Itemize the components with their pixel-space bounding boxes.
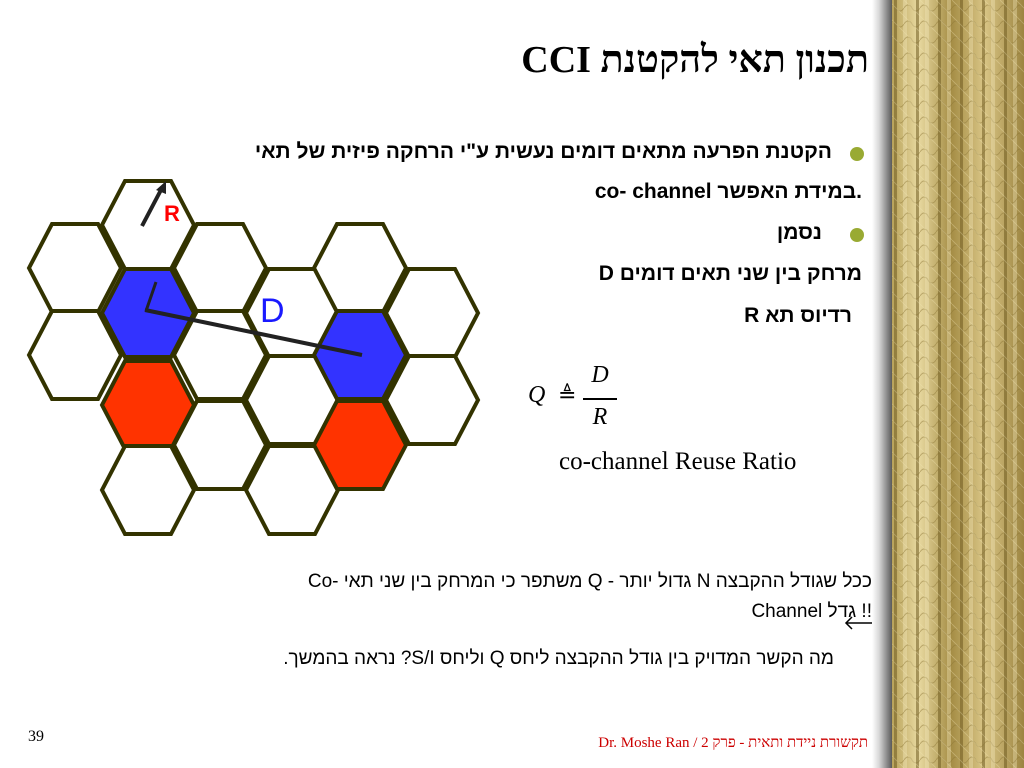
radius-arrow bbox=[140, 187, 164, 227]
formula-caption: co-channel Reuse Ratio bbox=[559, 448, 797, 475]
hexagon-cell-diagram: R D bbox=[26, 179, 481, 536]
fraction-bar bbox=[583, 398, 617, 400]
definition-R: R רדיוס תא bbox=[744, 304, 852, 327]
bullet-1-line-2: co- channel במידת האפשר. bbox=[594, 180, 862, 203]
note-line-2: Channel גדל !! bbox=[751, 601, 872, 622]
label-R: R bbox=[164, 201, 180, 226]
hex-cell bbox=[171, 399, 269, 491]
decorative-gold-panel bbox=[872, 0, 1024, 768]
hex-cell-red bbox=[311, 399, 409, 491]
bullet-dot bbox=[850, 147, 864, 161]
distance-line bbox=[144, 308, 363, 357]
slide-title: תכנון תאי להקטנת CCI bbox=[521, 39, 869, 81]
question-text: מה הקשר המדויק בין גודל ההקבצה ליחס Q ול… bbox=[283, 648, 834, 669]
hex-cell bbox=[99, 444, 197, 536]
note-line-1: ככל שגודל ההקבצה N גדול יותר - Q משתפר כ… bbox=[307, 571, 872, 592]
inner-radius-line bbox=[144, 281, 158, 312]
page-number: 39 bbox=[28, 728, 44, 745]
radius-arrowhead bbox=[156, 181, 166, 194]
bullet-dot bbox=[850, 228, 864, 242]
footer-credit: Dr. Moshe Ran / תקשורת ניידת ותאית - פרק… bbox=[598, 735, 868, 751]
bullet-1-line-1: הקטנת הפרעה מתאים דומים נעשית ע"י הרחקה … bbox=[254, 140, 832, 163]
label-D: D bbox=[260, 292, 285, 330]
formula-lhs: Q bbox=[528, 382, 546, 408]
formula-denominator: R bbox=[592, 404, 608, 430]
hex-cell bbox=[383, 354, 481, 446]
definition-D: D מרחק בין שני תאים דומים bbox=[598, 262, 862, 285]
hex-cell bbox=[26, 309, 124, 401]
formula-symbol: ≜ bbox=[558, 382, 577, 407]
bullet-2-line: נסמן bbox=[776, 221, 822, 244]
formula-numerator: D bbox=[591, 362, 609, 388]
